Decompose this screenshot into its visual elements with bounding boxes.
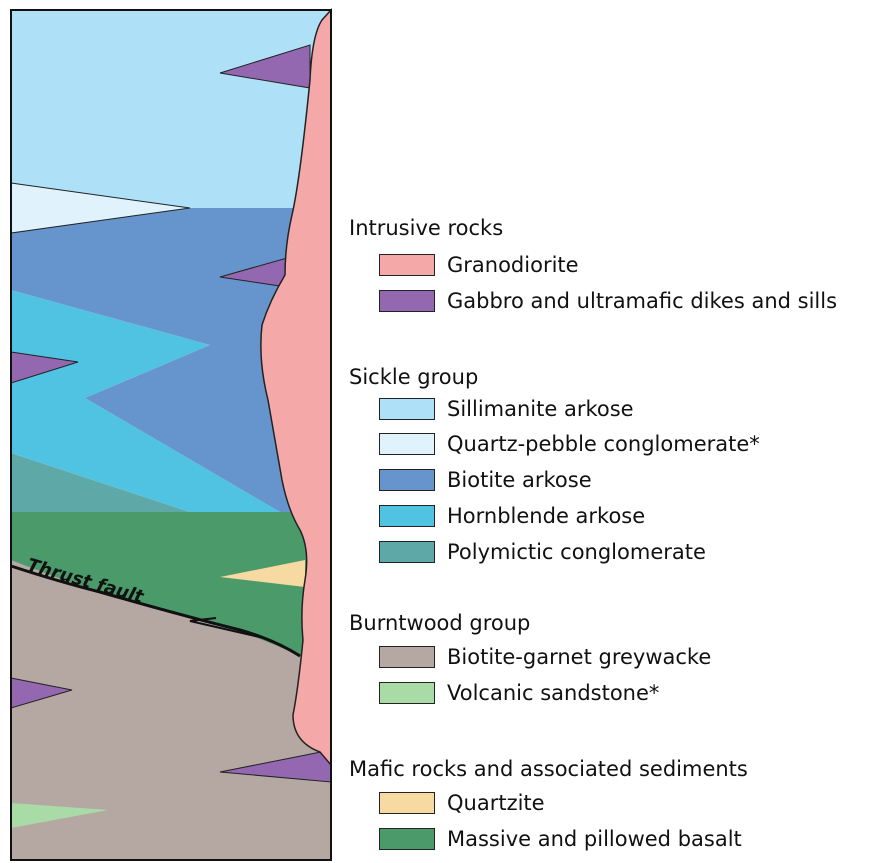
swatch-biotite-garnet bbox=[379, 646, 435, 668]
swatch-sillimanite-arkose bbox=[379, 398, 435, 420]
legend-item-label: Hornblende arkose bbox=[447, 504, 645, 528]
legend-item-label: Massive and pillowed basalt bbox=[447, 827, 742, 851]
legend-group-title: Sickle group bbox=[349, 365, 478, 389]
legend-item-label: Polymictic conglomerate bbox=[447, 540, 706, 564]
legend-group-title: Mafic rocks and associated sediments bbox=[349, 757, 748, 781]
legend-item-basalt: Massive and pillowed basalt bbox=[379, 827, 742, 851]
legend-item-sillimanite-arkose: Sillimanite arkose bbox=[379, 397, 634, 421]
legend-item-polymictic: Polymictic conglomerate bbox=[379, 540, 706, 564]
legend-item-gabbro: Gabbro and ultramafic dikes and sills bbox=[379, 289, 837, 313]
sillimanite-arkose-unit bbox=[11, 10, 331, 208]
swatch-biotite-arkose bbox=[379, 469, 435, 491]
legend-group-mafic: Mafic rocks and associated sediments Qua… bbox=[349, 757, 748, 781]
legend-group-intrusive: Intrusive rocks Granodiorite Gabbro and … bbox=[349, 216, 503, 240]
legend-item-label: Biotite-garnet greywacke bbox=[447, 645, 711, 669]
legend-item-label: Quartz-pebble conglomerate* bbox=[447, 432, 760, 456]
swatch-volcanic-sandstone bbox=[379, 682, 435, 704]
legend-item-label: Quartzite bbox=[447, 791, 545, 815]
legend-item-label: Sillimanite arkose bbox=[447, 397, 634, 421]
legend-item-label: Volcanic sandstone* bbox=[447, 681, 659, 705]
legend-group-title: Burntwood group bbox=[349, 611, 530, 635]
swatch-granodiorite bbox=[379, 254, 435, 276]
legend-group-title: Intrusive rocks bbox=[349, 216, 503, 240]
legend-item-quartz-pebble: Quartz-pebble conglomerate* bbox=[379, 432, 760, 456]
swatch-basalt bbox=[379, 828, 435, 850]
swatch-gabbro bbox=[379, 290, 435, 312]
swatch-hornblende-arkose bbox=[379, 505, 435, 527]
legend-item-volcanic-sandstone: Volcanic sandstone* bbox=[379, 681, 659, 705]
swatch-polymictic bbox=[379, 541, 435, 563]
legend-item-hornblende-arkose: Hornblende arkose bbox=[379, 504, 645, 528]
legend-item-biotite-garnet: Biotite-garnet greywacke bbox=[379, 645, 711, 669]
legend-group-sickle: Sickle group Sillimanite arkose Quartz-p… bbox=[349, 365, 478, 389]
swatch-quartz-pebble bbox=[379, 433, 435, 455]
legend-item-granodiorite: Granodiorite bbox=[379, 253, 579, 277]
swatch-quartzite bbox=[379, 792, 435, 814]
legend-item-label: Gabbro and ultramafic dikes and sills bbox=[447, 289, 837, 313]
legend-item-quartzite: Quartzite bbox=[379, 791, 545, 815]
legend-item-label: Granodiorite bbox=[447, 253, 579, 277]
legend-group-burntwood: Burntwood group Biotite-garnet greywacke… bbox=[349, 611, 530, 635]
legend-item-label: Biotite arkose bbox=[447, 468, 592, 492]
legend-item-biotite-arkose: Biotite arkose bbox=[379, 468, 592, 492]
